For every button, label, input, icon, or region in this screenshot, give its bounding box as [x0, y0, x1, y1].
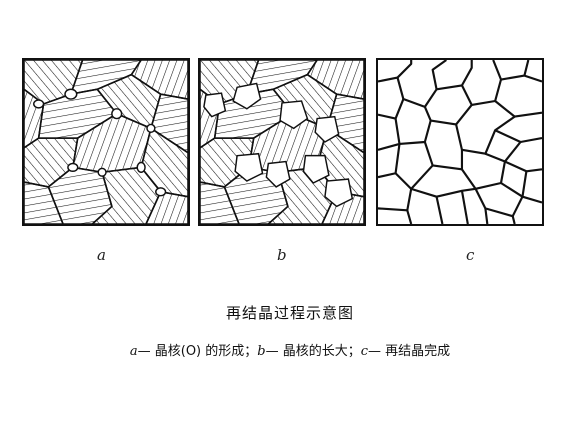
panel-b-drawing	[200, 60, 364, 224]
panel-a-drawing	[24, 60, 188, 224]
nucleus	[97, 167, 107, 177]
nucleus	[155, 187, 167, 197]
growing-grain	[279, 100, 309, 130]
figure-title: 再结晶过程示意图	[225, 304, 354, 322]
caption-text-c: — 再结晶完成	[368, 344, 451, 359]
growing-grain	[265, 160, 291, 188]
caption-key-b: b	[257, 344, 266, 359]
growing-grain	[234, 152, 264, 182]
panel-a-nucleation	[22, 58, 190, 226]
nucleus	[64, 88, 78, 100]
growing-grain	[302, 154, 330, 184]
nucleus	[136, 161, 146, 173]
panel-b-growth	[198, 58, 366, 226]
panel-c-label: c	[466, 246, 475, 264]
growing-grain	[314, 115, 340, 143]
caption-text-b: — 晶核的长大；	[265, 344, 361, 359]
panel-c-drawing	[378, 60, 542, 224]
growing-grain	[232, 82, 262, 110]
figure-caption: a— 晶核(O) 的形成；b— 晶核的长大；c— 再结晶完成	[0, 340, 580, 359]
growing-grain	[324, 178, 354, 208]
nucleus	[111, 108, 123, 120]
growing-grain	[203, 92, 227, 118]
caption-key-a: a	[129, 344, 138, 359]
nucleus	[146, 123, 156, 133]
panel-b-label: b	[277, 246, 287, 264]
caption-text-a: — 晶核(O) 的形成；	[137, 344, 258, 359]
nucleus	[67, 162, 79, 173]
caption-key-c: c	[360, 344, 369, 359]
panel-c-complete	[376, 58, 544, 226]
nucleus	[33, 99, 45, 109]
panel-a-label: a	[97, 246, 106, 264]
